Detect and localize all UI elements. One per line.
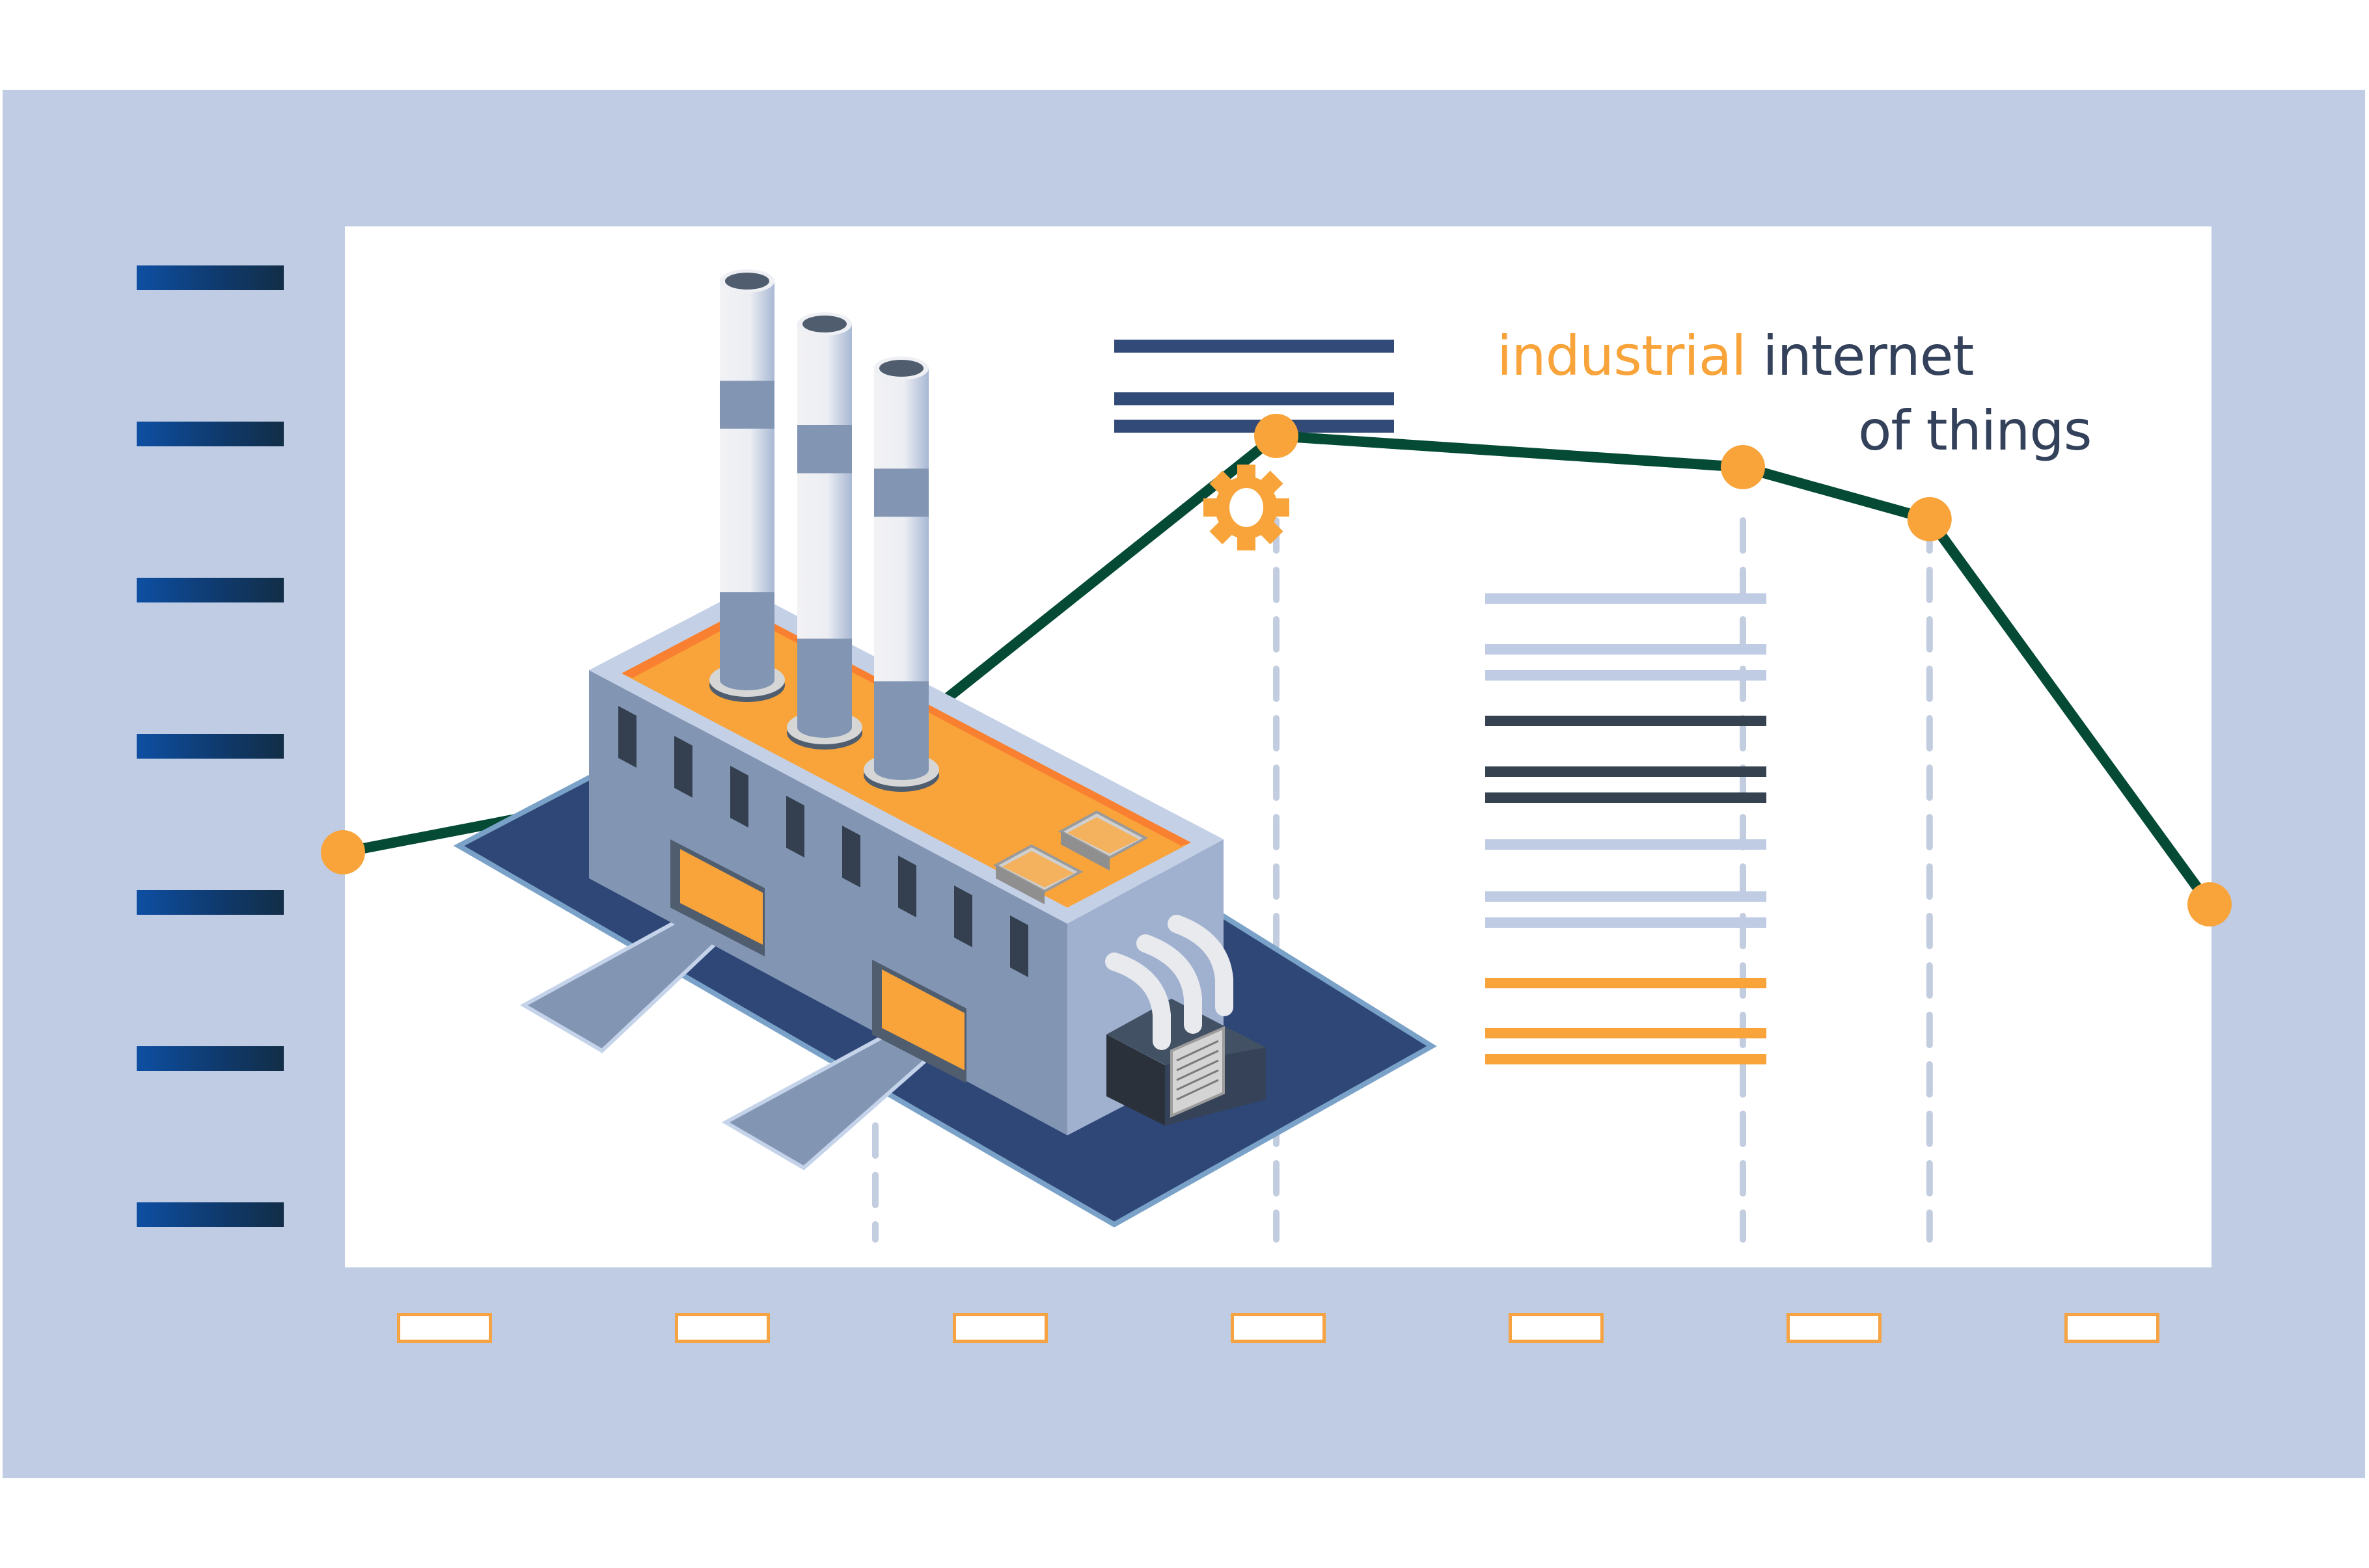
factory-windows [618,706,1028,977]
y-tick-3 [137,734,284,759]
data-point-4 [1907,497,1952,541]
factory-window [674,736,692,798]
chimney-2 [864,357,939,792]
x-tick-label-3 [1231,1313,1326,1343]
factory-window [898,856,916,917]
text-placeholder-right-4 [1485,766,1766,777]
text-placeholder-right-11 [1485,1054,1766,1064]
data-point-3 [1721,445,1765,489]
roof-vent [993,810,1149,904]
text-placeholder-right-5 [1485,792,1766,803]
title-accent-word: industrial [1497,324,1747,388]
title-rest: internet [1746,324,1974,388]
exhaust-unit [1105,915,1266,1126]
text-placeholder-right-8 [1485,917,1766,928]
text-placeholder-top-1 [1114,392,1394,405]
x-tick-label-1 [675,1313,770,1343]
line-segment-2 [1271,431,1748,472]
factory-window [730,766,748,828]
text-placeholder-top-2 [1114,420,1394,433]
text-placeholder-top-0 [1114,340,1394,353]
data-point-5 [2187,882,2232,926]
x-tick-label-4 [1509,1313,1604,1343]
text-placeholder-right-9 [1485,978,1766,988]
chimneys [709,269,939,792]
y-tick-6 [137,1202,284,1227]
text-placeholder-right-1 [1485,644,1766,655]
y-tick-4 [137,890,284,915]
text-placeholder-right-2 [1485,670,1766,681]
y-tick-2 [137,578,284,602]
text-placeholder-right-6 [1485,839,1766,850]
factory-illustration [453,269,1437,1228]
data-point-2 [1254,414,1298,458]
text-placeholder-right-0 [1485,593,1766,604]
text-placeholder-right-3 [1485,716,1766,726]
x-tick-label-5 [1787,1313,1882,1343]
line-segment-4 [1924,514,2215,910]
x-tick-label-0 [397,1313,492,1343]
y-tick-0 [137,265,284,290]
chart-title-line1: industrial internet [1497,329,1974,383]
factory-window [618,706,637,768]
line-segment-3 [1738,462,1935,524]
x-tick-label-2 [953,1313,1048,1343]
gear-icon [1203,465,1289,550]
factory-window [1010,915,1028,977]
chimney-0 [709,269,785,702]
y-tick-5 [137,1046,284,1071]
data-markers [321,414,2232,926]
factory-window [786,796,804,858]
y-tick-1 [137,422,284,446]
chimney-1 [787,312,862,750]
data-point-0 [321,830,365,874]
text-placeholder-right-10 [1485,1028,1766,1038]
text-placeholder-right-7 [1485,891,1766,902]
x-tick-label-6 [2064,1313,2159,1343]
factory-window [954,885,972,947]
chart-title-line2: of things [1858,399,2092,463]
factory-window [842,826,860,887]
text-placeholder-blocks [1114,340,1766,1064]
